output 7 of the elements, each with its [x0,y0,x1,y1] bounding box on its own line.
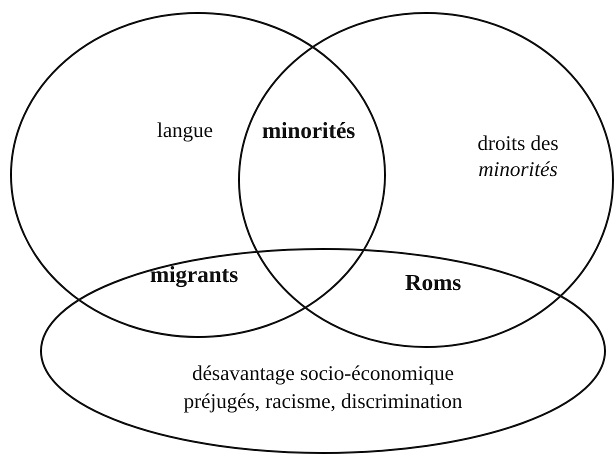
overlap-label: minorités [262,118,356,144]
set-label: préjugés, racisme, discrimination [182,388,464,414]
set-label: langue [156,117,214,143]
set-label: droits des minorités [476,130,560,182]
set-label: désavantage socio-économique [191,360,455,386]
overlap-label: Roms [405,270,462,296]
overlap-label: migrants [150,262,238,288]
